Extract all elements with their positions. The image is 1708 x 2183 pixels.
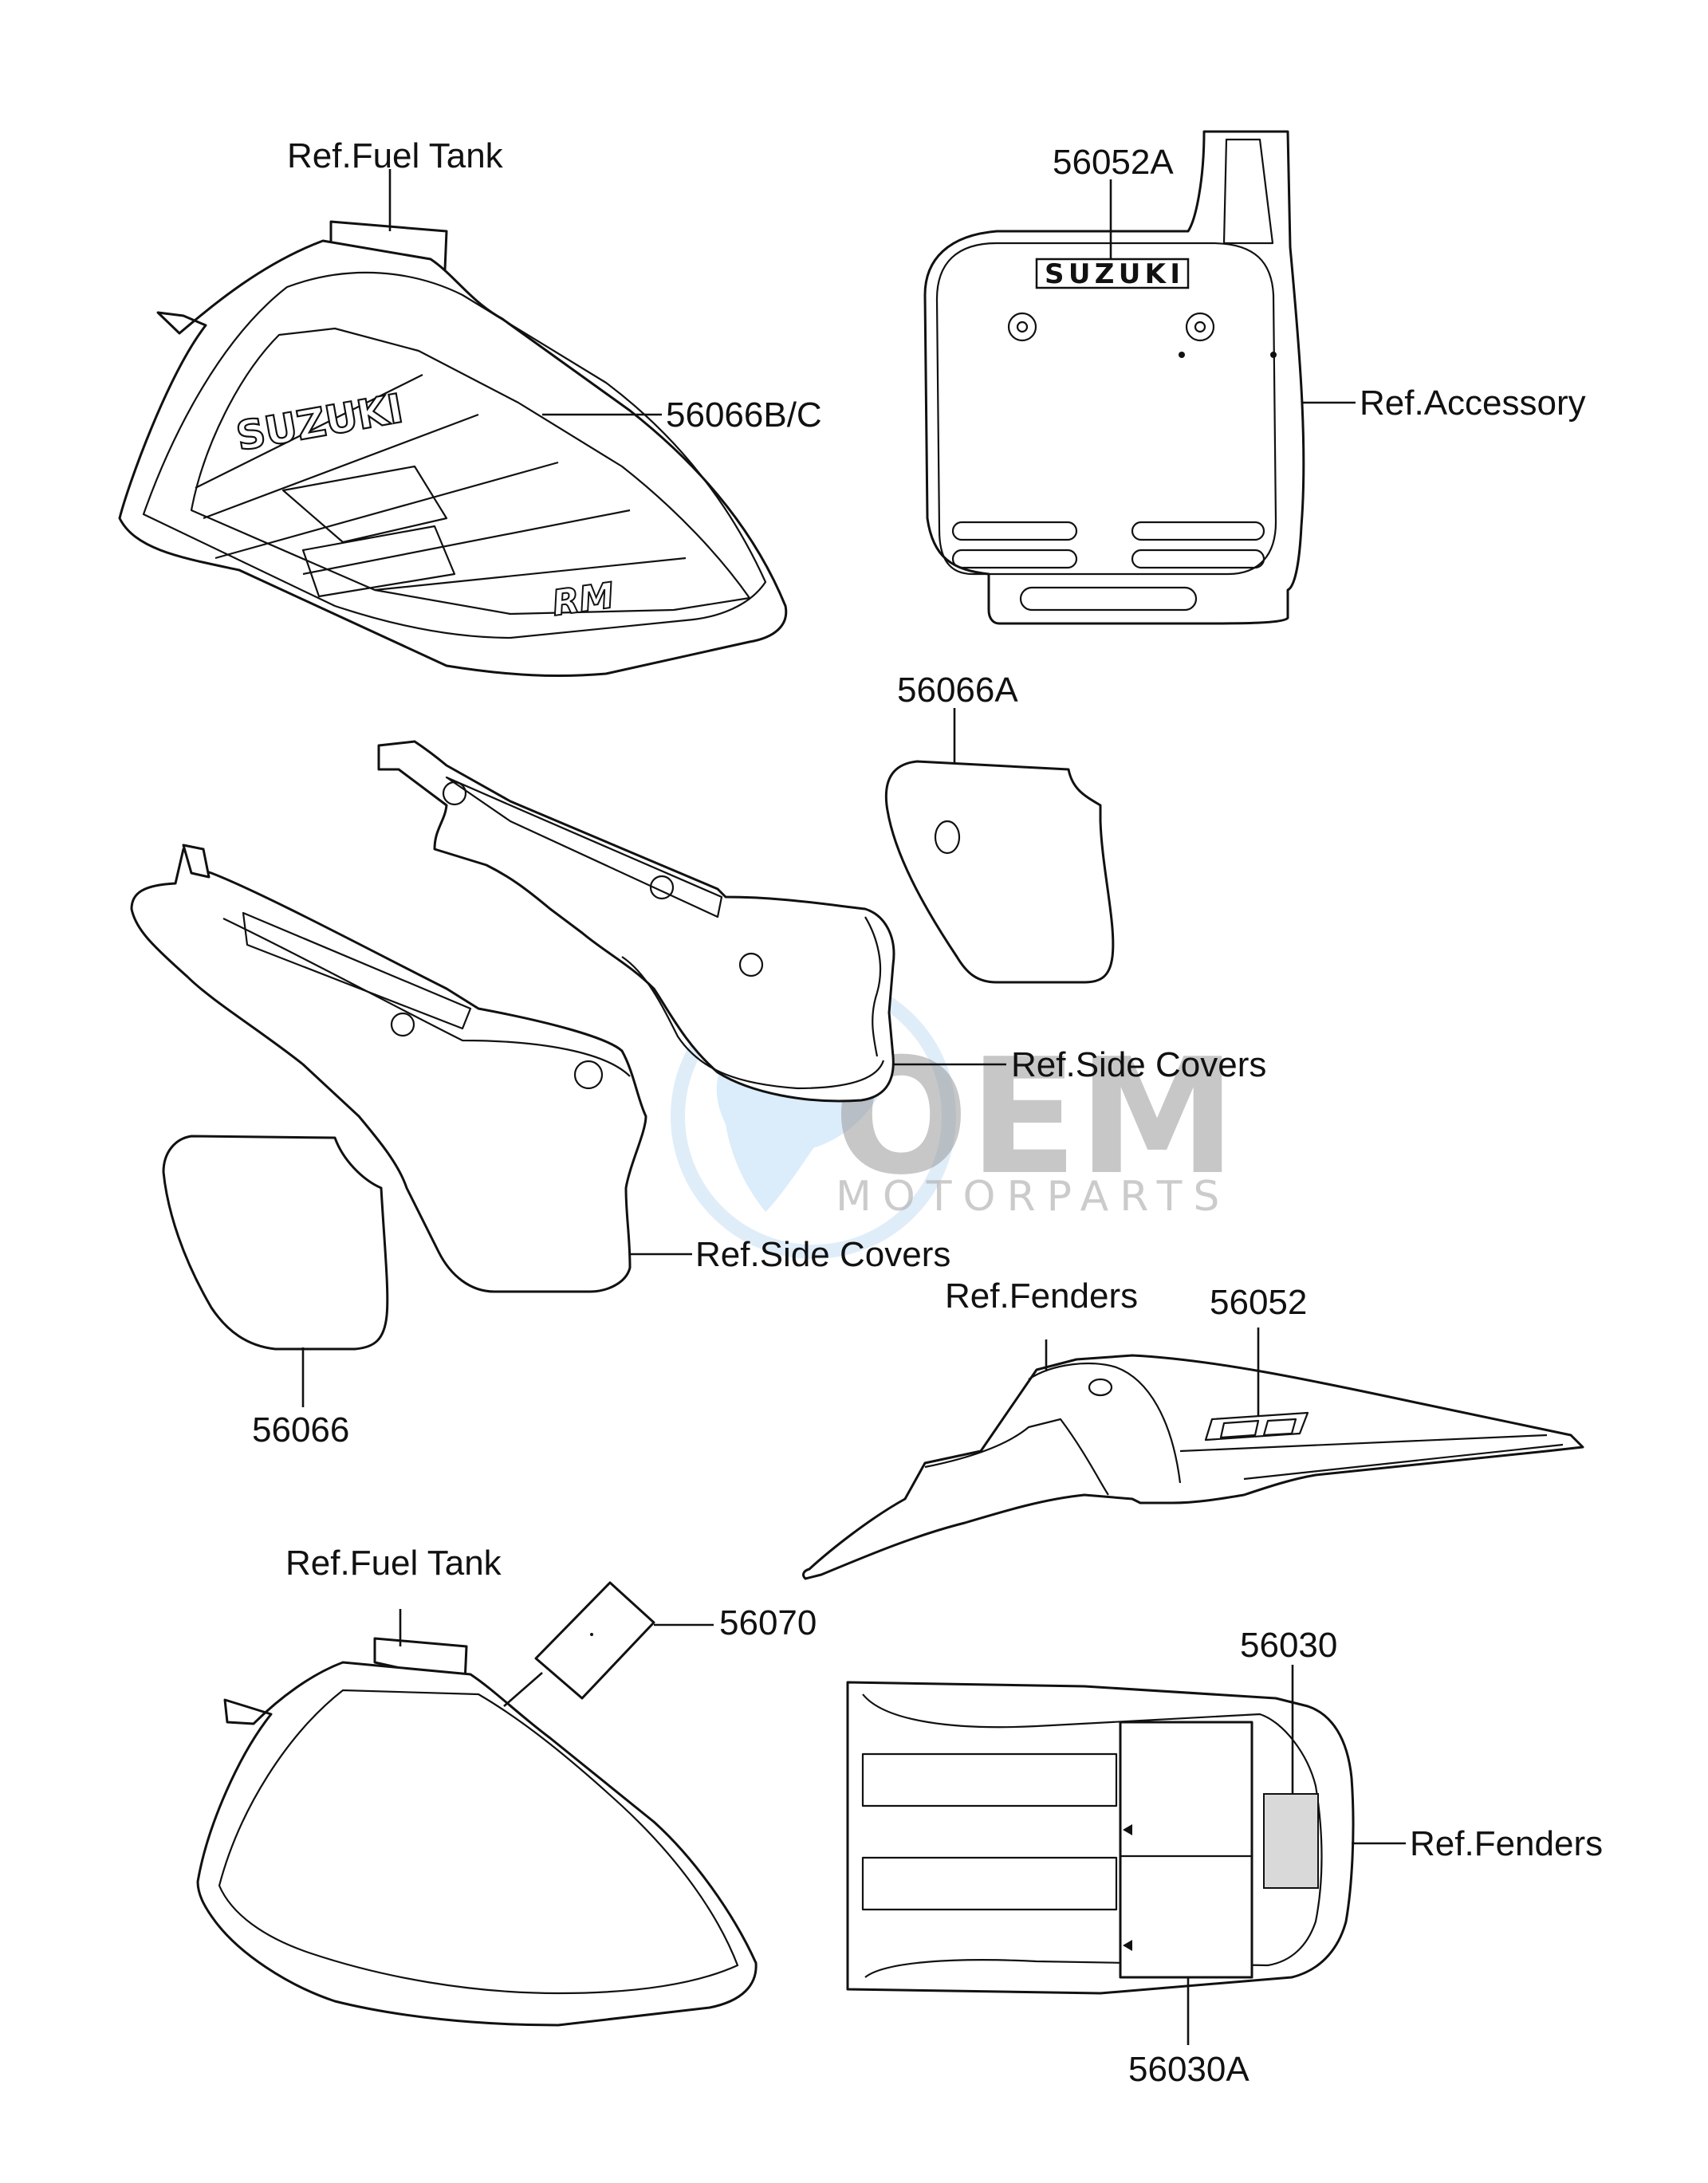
fuel-tank-bottom — [196, 1637, 758, 2027]
decal-56066a — [884, 760, 1115, 984]
tank-decal-panel — [190, 327, 751, 616]
plate-vent-4 — [1131, 549, 1265, 569]
leader-56070-tank — [503, 1672, 543, 1707]
front-fender-hole — [1088, 1378, 1113, 1397]
label-56066bc: 56066B/C — [666, 395, 822, 435]
label-ref-accessory: Ref.Accessory — [1360, 384, 1586, 423]
decal-56066-shape — [162, 1135, 389, 1351]
number-plate-body — [923, 130, 1305, 625]
watermark-tagline: MOTORPARTS — [836, 1173, 1230, 1221]
label-56066: 56066 — [252, 1410, 349, 1449]
label-ref-fenders-rear: Ref.Fenders — [1410, 1824, 1603, 1863]
decal-56030 — [1263, 1793, 1319, 1889]
side-cover-left — [130, 844, 647, 1293]
side-cover-left-bolt-2 — [573, 1060, 604, 1090]
side-cover-right-inner-edge — [621, 956, 885, 1090]
plate-decal-strip — [1035, 258, 1190, 289]
number-plate: SUZUKI — [923, 130, 1305, 625]
side-cover-left-bolt-1 — [390, 1012, 415, 1037]
fuel-tank-top: SUZUKI RM — [118, 220, 788, 678]
label-56070: 56070 — [719, 1603, 817, 1642]
side-cover-right — [377, 740, 895, 1103]
side-cover-right-bolt-1 — [442, 781, 467, 806]
side-cover-right-bolt-3 — [738, 952, 764, 977]
side-cover-right-body — [377, 740, 895, 1103]
plate-mount-hole-left — [1007, 312, 1037, 342]
decal-56052 — [1204, 1411, 1309, 1442]
decal-56070-shape — [534, 1581, 655, 1700]
plate-vent-3 — [1131, 521, 1265, 541]
decal-56070-dot — [590, 1633, 593, 1636]
decal-56030a-box — [1119, 1721, 1253, 1979]
plate-vent-1 — [951, 521, 1078, 541]
label-ref-fenders-front: Ref.Fenders — [945, 1276, 1138, 1316]
rear-fender-inner-outline — [862, 1693, 1323, 1978]
side-cover-left-inner-edge — [222, 918, 631, 1077]
plate-rivet-a — [1179, 352, 1185, 358]
tank-model-emblem: RM — [549, 576, 616, 624]
plate-mount-hole-right-inner — [1194, 321, 1206, 333]
front-fender-body — [802, 1354, 1584, 1580]
label-ref-fuel-tank-top: Ref.Fuel Tank — [287, 136, 504, 175]
decal-56052-digits — [1219, 1418, 1297, 1439]
side-cover-left-tab — [182, 844, 211, 879]
plate-mount-hole-left-inner — [1016, 321, 1029, 333]
label-ref-side-covers-left: Ref.Side Covers — [695, 1235, 950, 1274]
rear-fender — [846, 1681, 1355, 1995]
fuel-tank-body — [118, 239, 788, 678]
front-fender-ribs — [1179, 1434, 1564, 1481]
decal-56070 — [534, 1581, 655, 1700]
tank-decal-stripes — [195, 374, 687, 592]
label-ref-side-covers-right: Ref.Side Covers — [1011, 1045, 1266, 1084]
tank-decal-outline — [142, 271, 767, 639]
plate-rivet-b — [1270, 352, 1277, 358]
decal-56066a-shape — [884, 760, 1115, 984]
tank-number-graphic — [281, 465, 456, 598]
label-56052: 56052 — [1210, 1283, 1307, 1322]
rear-fender-recesses — [861, 1752, 1118, 1911]
label-56052a: 56052A — [1053, 143, 1174, 182]
side-cover-left-rail — [242, 911, 472, 1030]
label-ref-fuel-tank-bottom: Ref.Fuel Tank — [285, 1544, 502, 1583]
plate-vent-2 — [951, 549, 1078, 569]
front-fender-mount-edge — [924, 1418, 1109, 1496]
tank-bottom-inner-outline — [218, 1689, 739, 1995]
plate-mount-hole-right — [1185, 312, 1215, 342]
number-plate-inner-outline — [935, 242, 1277, 576]
side-cover-left-body — [130, 848, 647, 1293]
label-56030a: 56030A — [1128, 2050, 1250, 2089]
side-cover-right-bolt-2 — [649, 875, 675, 900]
plate-side-tab — [1222, 138, 1274, 245]
front-fender — [802, 1354, 1584, 1580]
label-56030: 56030 — [1240, 1626, 1337, 1665]
front-fender-mount-curve — [1028, 1362, 1182, 1484]
side-cover-right-rail — [445, 776, 723, 918]
plate-vent-5 — [1019, 586, 1198, 612]
decal-56066a-hole — [934, 820, 961, 855]
watermark-brand: OEM — [833, 1025, 1237, 1210]
decal-56066 — [162, 1135, 389, 1351]
label-56066a: 56066A — [897, 671, 1018, 710]
side-cover-right-decal-edge — [864, 916, 882, 1057]
tank-bottom-body — [196, 1661, 758, 2027]
